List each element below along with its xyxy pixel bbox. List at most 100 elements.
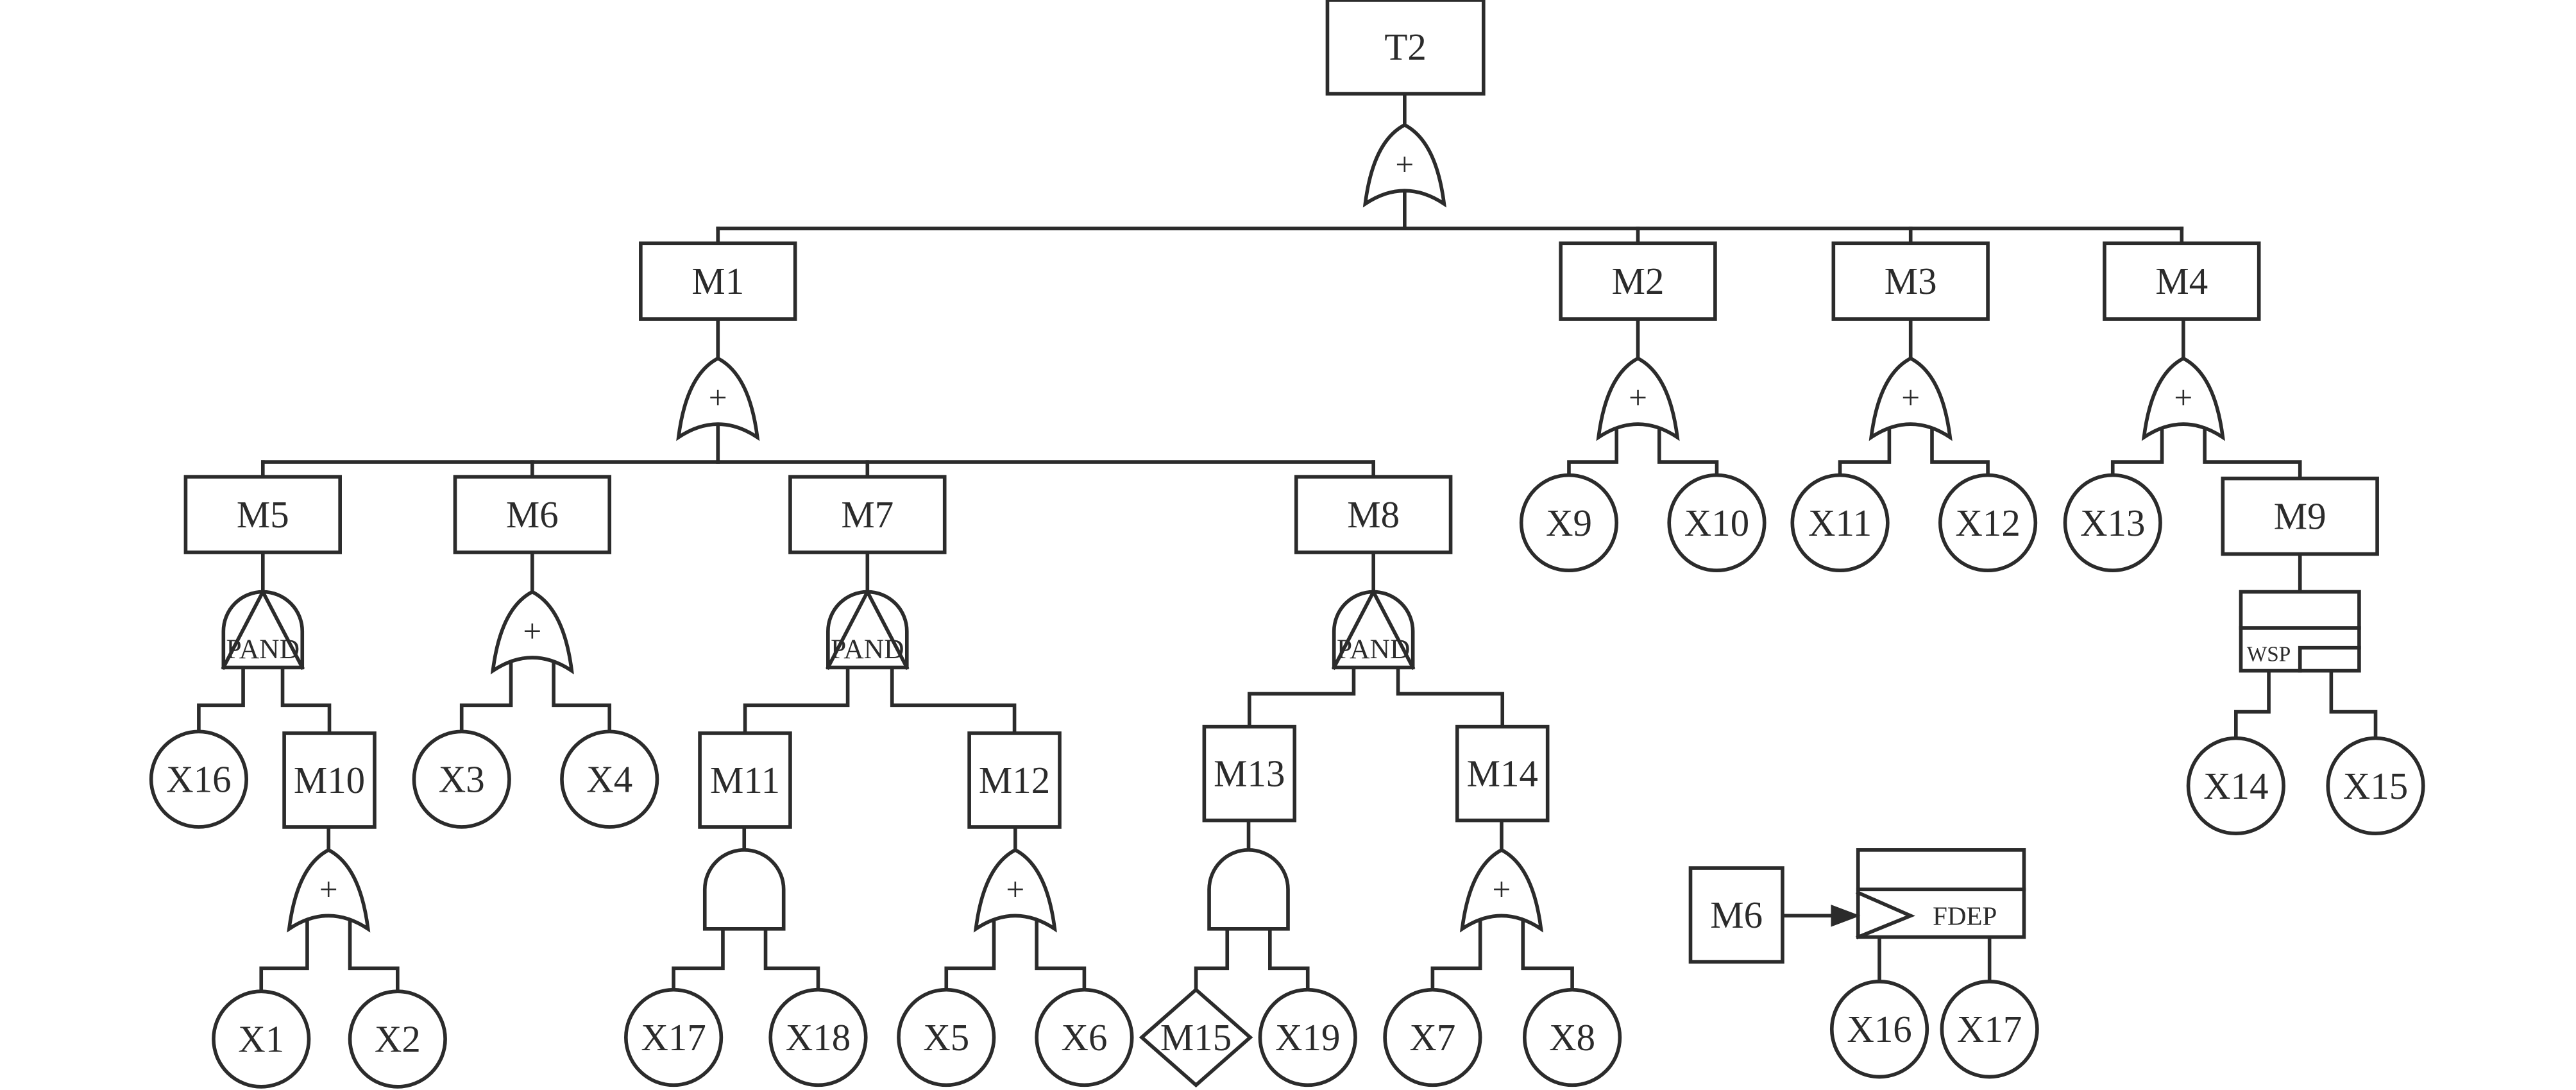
intermediate-event-m13 — [1202, 724, 1297, 822]
basic-event-x7 — [1383, 987, 1482, 1087]
event-label: X17 — [641, 1016, 706, 1059]
or-gate-symbol: + — [319, 871, 338, 908]
connector-line — [2329, 668, 2378, 740]
event-label: X7 — [1409, 1016, 1455, 1059]
event-label: M5 — [237, 493, 289, 536]
event-label: M4 — [2155, 260, 2208, 302]
event-label: X17 — [1957, 1008, 2022, 1050]
intermediate-event-m6 — [453, 475, 612, 554]
or-gate-symbol: + — [1493, 871, 1511, 908]
fdep-trigger-input — [1856, 890, 1915, 940]
connector-line — [552, 656, 612, 734]
pand-label: PAND — [1337, 634, 1411, 665]
or-gate-symbol: + — [2174, 380, 2192, 416]
intermediate-event-m11 — [698, 731, 792, 829]
undeveloped-event-m15 — [1139, 987, 1253, 1088]
connector-line — [1194, 927, 1230, 992]
intermediate-event-m1 — [639, 241, 797, 321]
basic-event-x10 — [1667, 473, 1767, 573]
or-gate — [973, 847, 1057, 933]
event-label: X12 — [1955, 502, 2020, 544]
basic-event-x1 — [212, 989, 311, 1089]
event-label: X3 — [439, 758, 485, 801]
connector-line — [2234, 668, 2271, 740]
intermediate-event-m10 — [282, 731, 377, 829]
connector-line — [743, 665, 850, 735]
basic-event-x17 — [624, 987, 724, 1087]
or-gate-symbol: + — [1395, 146, 1414, 183]
connector-line — [1521, 914, 1574, 992]
or-gate-symbol: + — [523, 613, 541, 650]
fdep-dependent-x17 — [1940, 980, 2039, 1079]
pand-triangle — [826, 588, 910, 670]
or-gate — [1868, 356, 1953, 441]
event-label: M2 — [1612, 260, 1665, 302]
connector-line — [1268, 927, 1310, 992]
connector-line — [197, 665, 245, 734]
connector-line — [348, 914, 400, 994]
intermediate-event-m12 — [967, 731, 1062, 829]
intermediate-event-m5 — [183, 475, 342, 554]
pand-label: PAND — [226, 634, 300, 665]
event-label: M15 — [1160, 1016, 1232, 1059]
fdep-dependent-x16 — [1829, 980, 1929, 1079]
intermediate-event-t2 — [1325, 0, 1486, 96]
fdep-label: FDEP — [1933, 901, 1997, 930]
connector-line — [890, 665, 1017, 735]
and-gate — [702, 848, 786, 931]
connector-line — [259, 914, 309, 994]
basic-event-x13 — [2063, 473, 2162, 573]
intermediate-event-m8 — [1294, 475, 1453, 554]
pand-label: PAND — [831, 634, 904, 665]
basic-event-x11 — [1790, 473, 1890, 573]
event-label: M3 — [1885, 260, 1937, 302]
basic-event-x16 — [149, 729, 249, 829]
event-label: M8 — [1347, 493, 1400, 536]
intermediate-event-m4 — [2103, 241, 2261, 321]
event-label: X4 — [586, 758, 632, 801]
connector-lines — [197, 92, 2378, 994]
event-label: M7 — [841, 493, 894, 536]
event-label: M6 — [506, 493, 559, 536]
connector-line — [944, 914, 996, 992]
intermediate-event-m7 — [788, 475, 947, 554]
event-label: X13 — [2080, 502, 2145, 544]
connector-line — [1035, 914, 1087, 992]
connector-line — [1838, 422, 1892, 477]
wsp-label: WSP — [2247, 642, 2291, 666]
connector-line — [672, 927, 725, 992]
basic-event-x2 — [348, 989, 447, 1089]
fdep-trigger-event — [1688, 866, 1784, 964]
fdep-gate — [1856, 848, 2026, 939]
event-label: M6 — [1710, 894, 1763, 936]
event-label: X6 — [1061, 1016, 1107, 1059]
basic-event-x18 — [768, 987, 868, 1087]
event-label: X10 — [1684, 502, 1749, 544]
basic-event-x15 — [2326, 736, 2425, 836]
event-label: X11 — [1808, 502, 1872, 544]
or-gate — [1362, 123, 1446, 208]
connector-line — [1430, 914, 1482, 992]
event-label: X9 — [1546, 502, 1592, 544]
event-label: X5 — [923, 1016, 969, 1059]
connector-line — [280, 665, 332, 735]
or-gate — [1596, 356, 1680, 441]
or-gate-symbol: + — [1901, 380, 1920, 416]
event-label: M9 — [2274, 495, 2326, 538]
intermediate-event-m9 — [2221, 476, 2379, 556]
event-label: M13 — [1214, 753, 1285, 795]
or-gate — [2141, 356, 2225, 441]
basic-event-x12 — [1938, 473, 2038, 573]
or-gate — [490, 590, 574, 675]
connector-line — [1567, 422, 1619, 477]
event-label: M11 — [710, 759, 780, 801]
connector-line — [1247, 665, 1356, 729]
basic-event-x6 — [1035, 987, 1134, 1087]
intermediate-event-m3 — [1831, 241, 1990, 321]
event-label: M14 — [1467, 753, 1538, 795]
connector-line — [763, 927, 820, 992]
event-label: M1 — [691, 260, 744, 302]
connector-line — [1657, 422, 1719, 477]
